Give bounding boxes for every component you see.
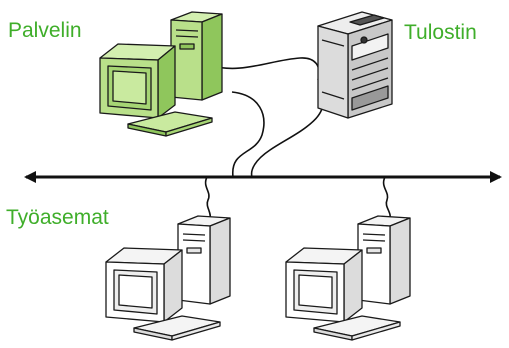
- server-cable: [231, 91, 265, 178]
- workstation1-cable: [204, 176, 212, 221]
- workstation2-cable: [382, 176, 392, 221]
- workstation-1-icon: [105, 215, 231, 341]
- printer-icon: [317, 11, 393, 119]
- server-label: Palvelin: [8, 19, 82, 42]
- server-computer-icon: [99, 11, 223, 137]
- printer-cable: [209, 57, 320, 81]
- printer-label: Tulostin: [404, 21, 477, 44]
- workstation-2-icon: [285, 215, 411, 341]
- printer-network-cable: [250, 95, 324, 178]
- workstations-label: Työasemat: [6, 206, 109, 229]
